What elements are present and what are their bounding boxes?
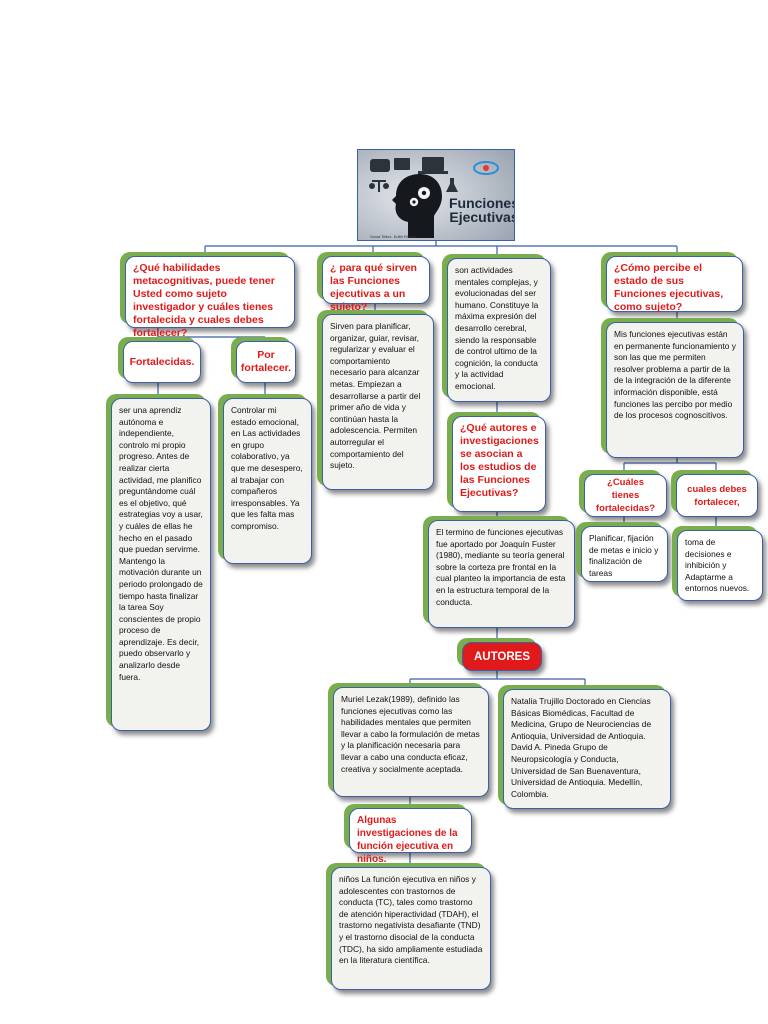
autores-question: ¿Qué autores e investigaciones se asocia… [452, 416, 546, 512]
lezak-text: Muriel Lezak(1989), definido las funcion… [333, 687, 489, 797]
col2-question: ¿ para qué sirven las Funciones ejecutiv… [322, 256, 430, 313]
cuales-debes-question: cuales debes fortalecer, [676, 474, 758, 517]
flask-icon [446, 178, 458, 192]
scales-icon [369, 180, 389, 192]
gears-icon [409, 187, 430, 207]
title-credit: Sonia Tellez. Edith Rincón [370, 234, 416, 239]
debes-answer: toma de decisiones e inhibición y Adapta… [677, 530, 763, 601]
col2-answer: Sirven para planificar, organizar, guiar… [322, 314, 434, 490]
fortalecidas-answer: Planificar, fijación de metas e inicio y… [581, 526, 668, 582]
por-fortalecer-label: Por fortalecer. [236, 341, 296, 383]
trujillo-text: Natalia Trujillo Doctorado en Ciencias B… [503, 689, 671, 809]
fortalecidas-label: Fortalecidas. [123, 341, 201, 383]
col1-question: ¿Qué habilidades metacognitivas, puede t… [125, 256, 295, 339]
autores-label: AUTORES [462, 642, 542, 671]
definition-box: son actividades mentales complejas, y ev… [447, 258, 551, 402]
fuster-text: El termino de funciones ejecutivas fue a… [428, 520, 575, 628]
logo-icon [473, 161, 499, 175]
title-line2: Ejecutivas [449, 209, 515, 225]
investigaciones-label: Algunas investigaciones de la función ej… [349, 808, 472, 865]
col4-answer: Mis funciones ejecutivas están en perman… [606, 322, 744, 458]
book-icon [394, 158, 410, 170]
col4-question: ¿Cómo percibe el estado de sus Funciones… [606, 256, 743, 313]
laptop-icon [418, 157, 448, 174]
cuales-fortalecidas-question: ¿Cuáles tienes fortalecidas? [584, 474, 667, 517]
fortalecidas-text: ser una aprendiz autónoma e independient… [111, 398, 211, 731]
ninos-text: niños La función ejecutiva en niños y ad… [331, 867, 491, 990]
chat-bubble-icon [370, 159, 390, 172]
title-image: Funciones Ejecutivas Sonia Tellez. Edith… [357, 149, 515, 241]
title-line1: Funciones [449, 195, 515, 211]
por-fortalecer-text: Controlar mi estado emocional, en Las ac… [223, 398, 312, 564]
head-silhouette-icon [392, 174, 442, 238]
